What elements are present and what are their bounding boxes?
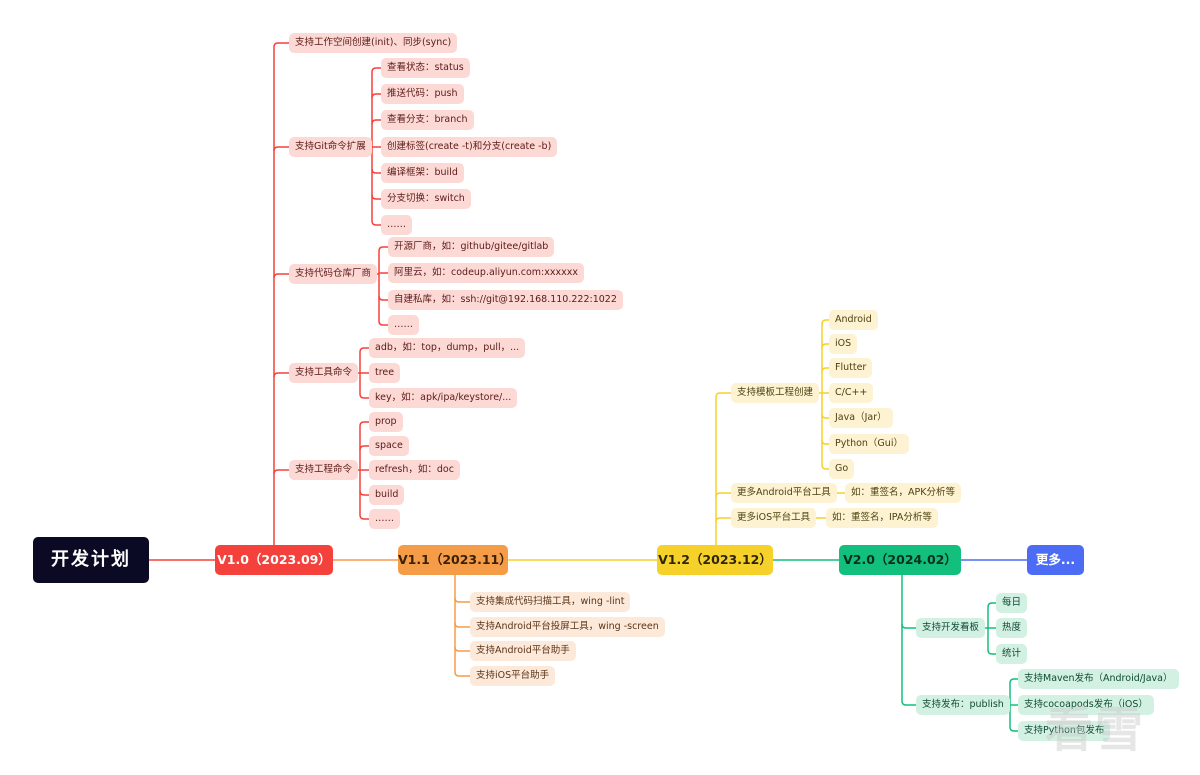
v12-template-item[interactable]: C/C++	[829, 383, 874, 403]
v10-repo-branch	[378, 320, 388, 326]
v10-git-item[interactable]: 推送代码：push	[381, 84, 464, 104]
v10-project-item[interactable]: build	[369, 485, 405, 505]
v20-dashboard-item[interactable]: 统计	[996, 644, 1028, 664]
v10-repo-item[interactable]: 阿里云，如：codeup.aliyun.com:xxxxxx	[388, 263, 584, 283]
v10-repo-branch	[378, 295, 388, 301]
v12-template-item[interactable]: Android	[829, 310, 878, 330]
v10-repo-item[interactable]: 自建私库，如：ssh://git@192.168.110.222:1022	[388, 290, 623, 310]
v12-branch-connector	[715, 492, 731, 498]
v10-branch-connector	[273, 469, 289, 475]
v12-template-item[interactable]: iOS	[829, 334, 858, 354]
v20-publish-item[interactable]: 支持Python包发布	[1018, 721, 1111, 741]
v10-project-branch	[359, 490, 369, 496]
v12-branch-ios-tools[interactable]: 更多iOS平台工具	[731, 508, 817, 528]
v10-project-item[interactable]: prop	[369, 412, 403, 432]
v12-template-item[interactable]: Java（Jar）	[829, 408, 893, 428]
watermark-logo: 看雪	[1045, 702, 1146, 758]
v10-branch-connector	[273, 273, 289, 279]
v20-branch-connector	[901, 700, 916, 706]
v10-branch-repo[interactable]: 支持代码仓库厂商	[289, 264, 378, 284]
v10-git-branch	[371, 67, 381, 73]
v20-dashboard-item[interactable]: 每日	[996, 593, 1028, 613]
v10-git-branch	[371, 168, 381, 174]
version-node-v1-2[interactable]: V1.2（2023.12）	[657, 545, 773, 575]
v10-git-item[interactable]: 创建标签(create -t)和分支(create -b)	[381, 137, 558, 157]
v11-item-connector	[454, 671, 470, 677]
version-node-v1-1[interactable]: V1.1（2023.11）	[398, 545, 512, 575]
v10-tools-item[interactable]: tree	[369, 363, 401, 383]
v10-git-branch	[371, 194, 381, 200]
v10-branch-connector	[273, 372, 289, 378]
v10-branch-workspace[interactable]: 支持工作空间创建(init)、同步(sync)	[289, 33, 458, 53]
v10-git-branch	[371, 220, 381, 226]
v10-repo-item[interactable]: ……	[388, 315, 419, 335]
v12-template-branch	[821, 439, 829, 445]
v10-tools-branch	[359, 347, 369, 353]
v10-git-item[interactable]: ……	[381, 215, 412, 235]
v20-dashboard-item[interactable]: 热度	[996, 618, 1028, 638]
v10-project-item[interactable]: ……	[369, 509, 400, 529]
v10-project-branch	[359, 445, 369, 451]
v12-template-branch	[821, 367, 829, 373]
v12-template-item[interactable]: Python（Gui）	[829, 434, 909, 454]
v10-git-item[interactable]: 查看分支：branch	[381, 110, 474, 130]
v20-dashboard-branch	[987, 649, 996, 655]
v20-publish-branch	[1009, 726, 1018, 732]
v11-item[interactable]: 支持Android平台投屏工具，wing -screen	[470, 617, 665, 637]
v12-template-branch	[821, 319, 829, 325]
v10-branch-tools[interactable]: 支持工具命令	[289, 363, 359, 383]
v10-project-item[interactable]: refresh，如：doc	[369, 460, 460, 480]
v10-branch-git[interactable]: 支持Git命令扩展	[289, 137, 372, 157]
v10-tools-item[interactable]: key，如：apk/ipa/keystore/...	[369, 388, 518, 408]
v10-repo-item[interactable]: 开源厂商，如：github/gitee/gitlab	[388, 237, 555, 257]
v10-branch-connector	[273, 146, 289, 152]
v12-template-branch	[821, 413, 829, 419]
v20-dashboard-branch	[987, 602, 996, 608]
v11-item[interactable]: 支持iOS平台助手	[470, 666, 556, 686]
v12-template-item[interactable]: Flutter	[829, 358, 873, 378]
v10-branch-connector	[273, 42, 289, 48]
v10-tools-item[interactable]: adb，如：top，dump，pull，...	[369, 338, 526, 358]
v10-git-item[interactable]: 编译框架：build	[381, 163, 464, 183]
v12-template-branch	[821, 464, 829, 470]
v11-item-connector	[454, 622, 470, 628]
v12-branch-template[interactable]: 支持模板工程创建	[731, 383, 820, 403]
v10-project-item[interactable]: space	[369, 436, 409, 456]
v12-android-tools-item[interactable]: 如：重签名，APK分析等	[845, 483, 961, 503]
v10-branch-project[interactable]: 支持工程命令	[289, 460, 359, 480]
v12-branch-connector	[715, 392, 731, 398]
version-node-v2-0[interactable]: V2.0（2024.02）	[839, 545, 961, 575]
v11-item-connector	[454, 597, 470, 603]
v20-branch-publish[interactable]: 支持发布：publish	[916, 695, 1010, 715]
v20-branch-connector	[901, 623, 916, 629]
v10-project-branch	[359, 514, 369, 520]
v10-project-branch	[359, 421, 369, 427]
v12-template-branch	[821, 343, 829, 349]
v10-git-item[interactable]: 分支切换：switch	[381, 189, 471, 209]
root-node[interactable]: 开发计划	[33, 537, 149, 583]
version-node-v1-0[interactable]: V1.0（2023.09）	[215, 545, 333, 575]
v20-publish-item[interactable]: 支持cocoapods发布（iOS）	[1018, 695, 1154, 715]
v10-tools-branch	[359, 393, 369, 399]
v10-repo-branch	[378, 246, 388, 252]
v12-template-item[interactable]: Go	[829, 459, 855, 479]
v20-publish-branch	[1009, 678, 1018, 684]
v10-git-item[interactable]: 查看状态：status	[381, 58, 470, 78]
v11-item-connector	[454, 646, 470, 652]
v11-item[interactable]: 支持Android平台助手	[470, 641, 576, 661]
version-node-more[interactable]: 更多...	[1027, 545, 1084, 575]
v12-branch-connector	[715, 517, 731, 523]
v10-git-branch	[371, 93, 381, 99]
v12-branch-android-tools[interactable]: 更多Android平台工具	[731, 483, 837, 503]
v20-branch-dashboard[interactable]: 支持开发看板	[916, 618, 986, 638]
v10-git-branch	[371, 119, 381, 125]
v20-publish-item[interactable]: 支持Maven发布（Android/Java）	[1018, 669, 1179, 689]
v12-ios-tools-item[interactable]: 如：重签名，IPA分析等	[826, 508, 938, 528]
v11-item[interactable]: 支持集成代码扫描工具，wing -lint	[470, 592, 631, 612]
